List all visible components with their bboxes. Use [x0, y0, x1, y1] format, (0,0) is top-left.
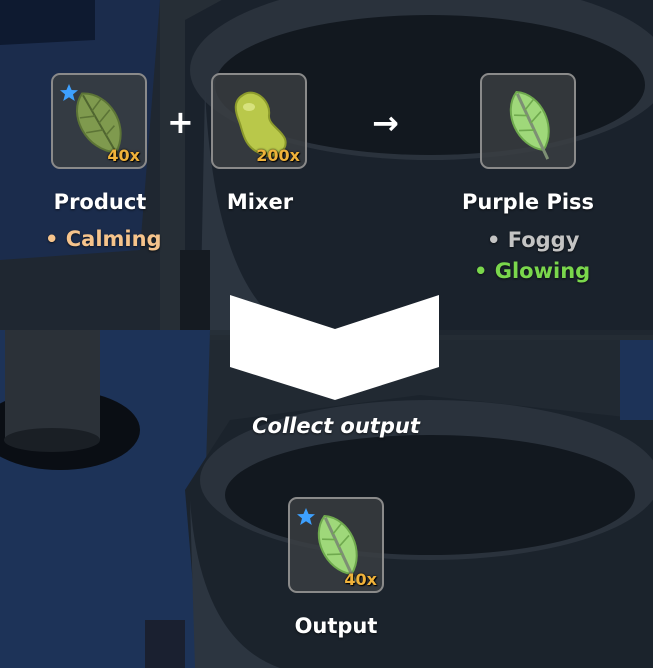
output-slot[interactable]: 40x — [288, 497, 384, 593]
glowing-leaf-icon — [509, 90, 550, 160]
result-effect-foggy: • Foggy — [487, 228, 580, 252]
leaf-icon — [76, 92, 122, 155]
result-effect-glowing: • Glowing — [474, 259, 591, 283]
mixer-quantity: 200x — [256, 146, 300, 165]
result-slot — [480, 73, 576, 169]
result-name: Purple Piss — [461, 190, 595, 214]
arrow-right-icon: → — [372, 104, 399, 142]
star-icon — [297, 508, 315, 525]
collect-output-hint: Collect output — [252, 414, 420, 438]
plus-sign: + — [167, 103, 194, 141]
star-icon — [60, 84, 78, 101]
mixer-slot[interactable]: 200x — [211, 73, 307, 169]
output-label: Output — [294, 614, 378, 638]
product-quantity: 40x — [107, 146, 140, 165]
glowing-leaf-icon — [317, 514, 358, 584]
product-slot[interactable]: 40x — [51, 73, 147, 169]
product-label: Product — [53, 190, 147, 214]
chevron-down-icon — [230, 295, 439, 400]
product-effect: • Calming — [45, 227, 162, 251]
mixer-label: Mixer — [226, 190, 294, 214]
bean-icon — [234, 91, 287, 157]
output-quantity: 40x — [344, 570, 377, 589]
